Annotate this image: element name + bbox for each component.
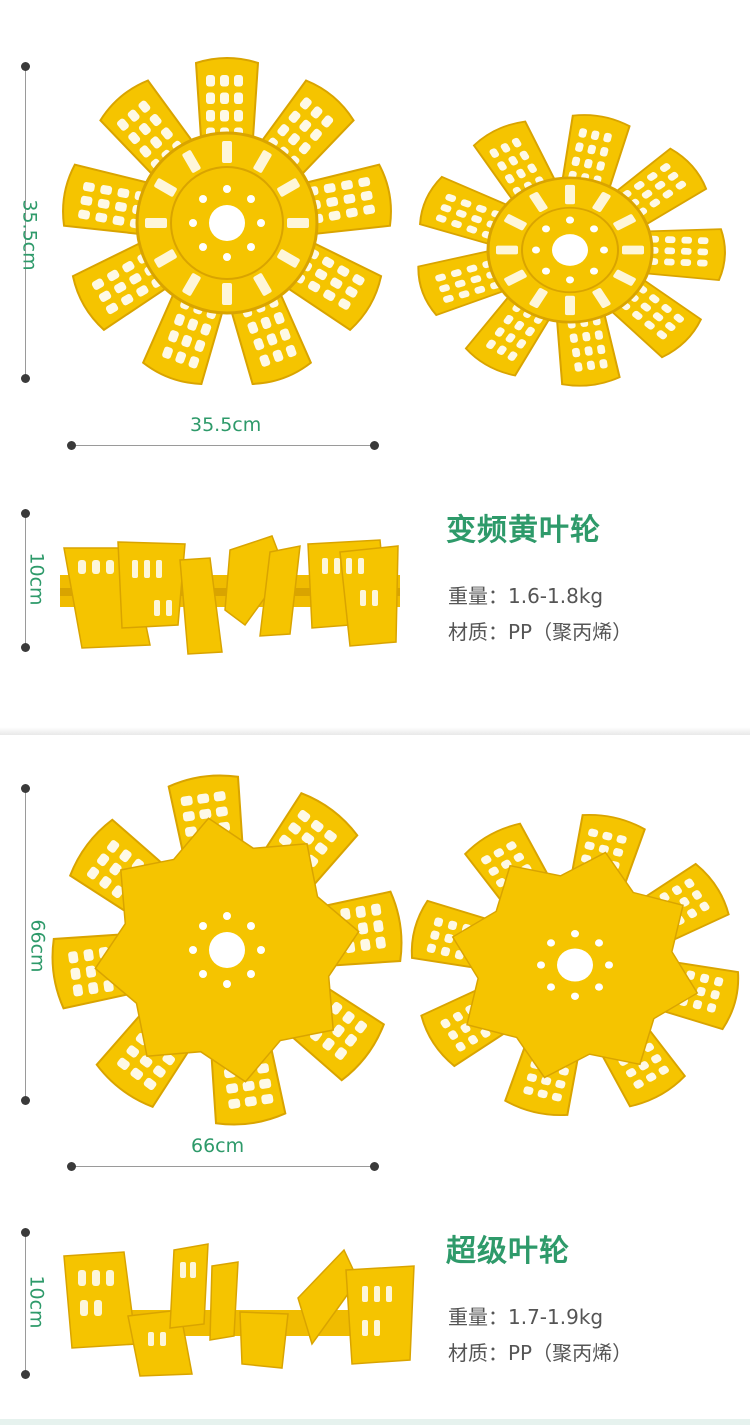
spec-weight-label: 重量： bbox=[448, 1305, 508, 1329]
impeller-angled-view-image bbox=[417, 114, 726, 387]
dimension-endpoint bbox=[370, 1162, 379, 1171]
spec-material: 材质：PP（聚丙烯） bbox=[448, 616, 632, 645]
product-section-super-impeller: 66cm 66cm 10cm 超级叶轮 重量：1.7-1.9kg bbox=[0, 735, 750, 1425]
dimension-endpoint bbox=[21, 1096, 30, 1105]
impeller-shaft-hole bbox=[209, 205, 245, 241]
spec-weight: 重量：1.6-1.8kg bbox=[448, 580, 603, 609]
impeller-side-view-image bbox=[60, 535, 400, 655]
width-label: 66cm bbox=[191, 1135, 245, 1157]
impeller-blade bbox=[632, 228, 726, 282]
dimension-line-vertical bbox=[25, 513, 26, 647]
spec-weight-label: 重量： bbox=[448, 584, 508, 608]
diameter-label: 66cm bbox=[26, 919, 49, 973]
product-title: 变频黄叶轮 bbox=[446, 513, 601, 548]
width-label: 35.5cm bbox=[190, 414, 262, 436]
spec-weight: 重量：1.7-1.9kg bbox=[448, 1301, 603, 1330]
impeller-shaft-hole bbox=[557, 948, 593, 982]
dimension-endpoint bbox=[21, 62, 30, 71]
dimension-endpoint bbox=[21, 643, 30, 652]
impeller-shaft-hole bbox=[552, 234, 588, 266]
impeller-side-view-image bbox=[63, 1243, 415, 1377]
spec-material-value: PP（聚丙烯） bbox=[508, 620, 633, 644]
dimension-endpoint bbox=[21, 374, 30, 383]
dimension-line-horizontal bbox=[71, 1166, 374, 1167]
dimension-line-vertical bbox=[25, 66, 26, 379]
dimension-endpoint bbox=[67, 1162, 76, 1171]
product-section-inverter-impeller: 35.5cm 35.5cm 10cm 变频黄叶轮 bbox=[18, 57, 726, 655]
height-label: 10cm bbox=[25, 1275, 48, 1329]
dimension-endpoint bbox=[21, 784, 30, 793]
footer-strip bbox=[0, 1419, 750, 1425]
spec-material-value: PP（聚丙烯） bbox=[508, 1341, 633, 1365]
spec-material: 材质：PP（聚丙烯） bbox=[448, 1337, 632, 1366]
height-label: 10cm bbox=[25, 552, 48, 606]
spec-material-label: 材质： bbox=[448, 620, 508, 644]
impeller-top-view-image bbox=[51, 774, 403, 1126]
dimension-endpoint bbox=[21, 1370, 30, 1379]
spec-material-label: 材质： bbox=[448, 1341, 508, 1365]
dimension-line-vertical bbox=[25, 788, 26, 1101]
impeller-top-view-image bbox=[62, 57, 392, 385]
diameter-label: 35.5cm bbox=[18, 199, 41, 271]
dimension-endpoint bbox=[21, 1228, 30, 1237]
spec-weight-value: 1.6-1.8kg bbox=[508, 584, 604, 608]
dimension-line-horizontal bbox=[71, 445, 374, 446]
dimension-endpoint bbox=[21, 509, 30, 518]
impeller-angled-view-image bbox=[410, 813, 740, 1117]
spec-weight-value: 1.7-1.9kg bbox=[508, 1305, 604, 1329]
impeller-shaft-hole bbox=[209, 932, 245, 968]
dimension-endpoint bbox=[370, 441, 379, 450]
dimension-line-vertical bbox=[25, 1232, 26, 1375]
product-title: 超级叶轮 bbox=[446, 1234, 570, 1269]
dimension-endpoint bbox=[67, 441, 76, 450]
